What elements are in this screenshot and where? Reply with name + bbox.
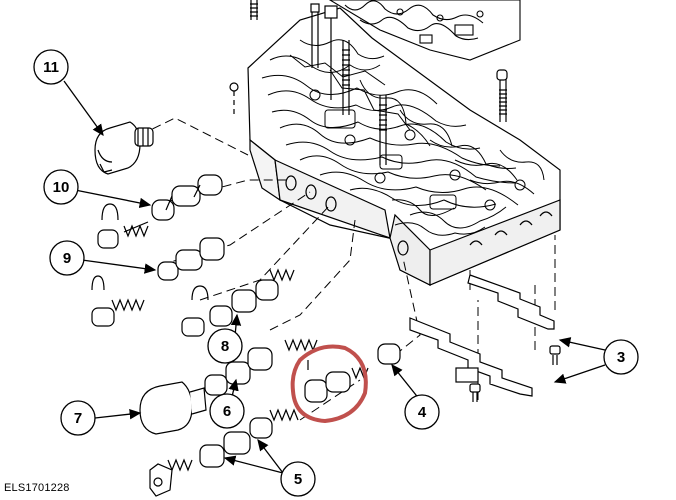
parts — [91, 121, 561, 497]
valve-4 — [304, 343, 401, 403]
callout-5: 5 — [280, 461, 316, 497]
svg-text:9: 9 — [63, 250, 71, 267]
svg-text:7: 7 — [74, 410, 82, 427]
valve-10 — [97, 174, 223, 249]
leader-lines — [63, 80, 606, 474]
valve-body-channels — [261, 39, 545, 236]
callout-3: 3 — [603, 339, 639, 375]
solenoid-7 — [139, 381, 207, 435]
callout-6: 6 — [209, 393, 245, 429]
valve-6 — [204, 347, 273, 396]
highlight-circle — [290, 344, 368, 424]
svg-text:8: 8 — [221, 338, 229, 355]
reference-code: ELS1701228 — [4, 482, 70, 494]
callout-10: 10 — [43, 169, 79, 205]
svg-text:11: 11 — [43, 59, 59, 76]
svg-text:6: 6 — [223, 403, 231, 420]
callout-7: 7 — [60, 400, 96, 436]
callout-9: 9 — [49, 240, 85, 276]
valve-body — [247, 7, 561, 286]
valve-5 — [149, 408, 299, 497]
svg-text:5: 5 — [294, 471, 302, 488]
valve-9 — [91, 237, 295, 327]
svg-text:3: 3 — [617, 349, 625, 366]
callout-4: 4 — [404, 394, 440, 430]
valve-8 — [181, 279, 318, 352]
brackets-3 — [409, 274, 561, 402]
solenoid-11 — [94, 121, 154, 175]
callout-8: 8 — [207, 328, 243, 364]
top-springs — [229, 0, 508, 165]
callout-11: 11 — [33, 49, 69, 85]
svg-text:4: 4 — [418, 404, 427, 421]
separator-plate — [328, 0, 521, 61]
svg-text:10: 10 — [53, 179, 70, 196]
